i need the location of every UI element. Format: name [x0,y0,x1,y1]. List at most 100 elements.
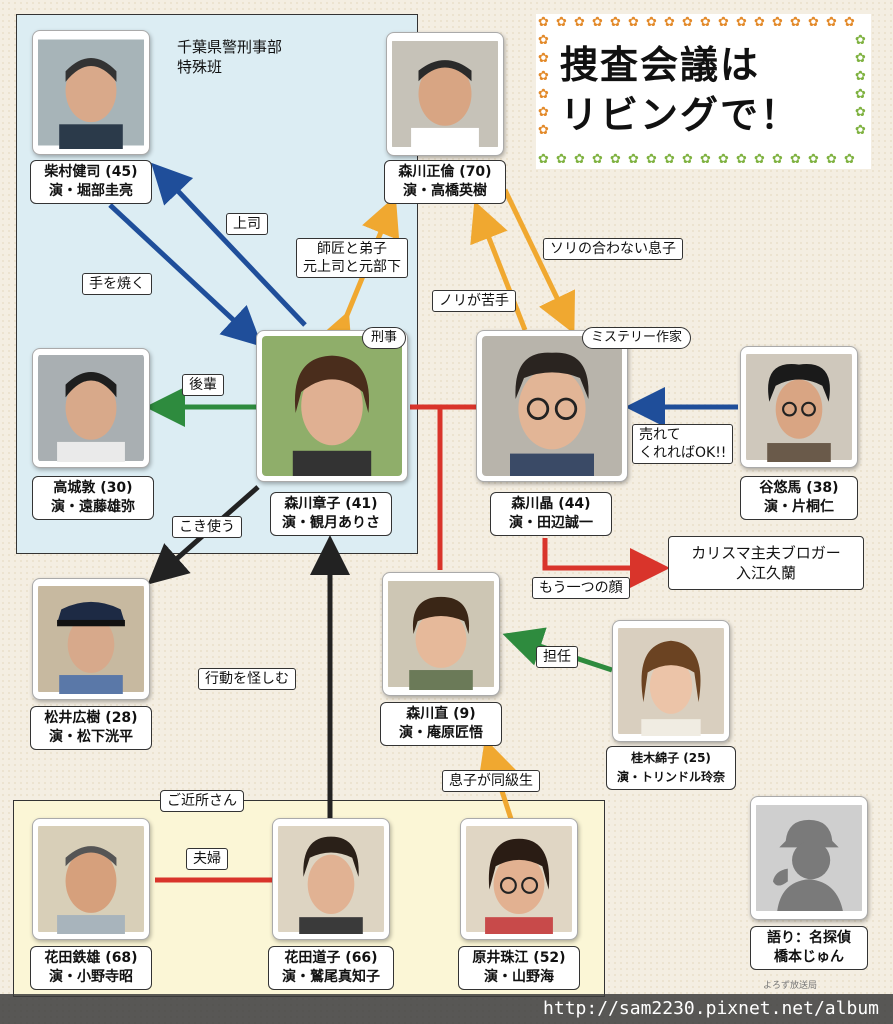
flower-icon: ✿ [646,15,657,30]
label-use: こき使う [172,516,242,538]
flower-icon: ✿ [538,33,549,48]
flower-icon: ✿ [538,123,549,138]
title-box: ✿✿✿✿✿✿✿✿✿✿✿✿✿✿✿✿✿✿✿✿✿✿✿✿✿✿✿✿✿✿✿✿✿✿✿✿✿✿✿✿… [536,14,871,169]
flower-icon: ✿ [682,152,693,167]
flower-icon: ✿ [855,51,866,66]
flower-icon: ✿ [556,15,567,30]
label-junior: 後輩 [182,374,224,396]
line-bad-with [470,200,528,331]
line-boss [151,162,307,327]
label-classmate: 息子が同級生 [442,770,540,792]
photo-takagi [32,348,150,468]
caption-matsui: 松井広樹 (28) 演・松下洸平 [30,706,152,750]
detective-silhouette-icon [756,805,862,911]
flower-icon: ✿ [538,15,549,30]
line-not-along [502,188,576,335]
flower-icon: ✿ [844,15,855,30]
caption-narrator: 語り：名探偵 橋本じゅん [750,926,868,970]
flower-icon: ✿ [628,15,639,30]
flower-icon: ✿ [736,15,747,30]
caption-katsuragi: 桂木綿子 (25) 演・トリンドル玲奈 [606,746,736,790]
caption-tani: 谷悠馬 (38) 演・片桐仁 [740,476,858,520]
flower-icon: ✿ [574,152,585,167]
flower-icon: ✿ [808,15,819,30]
label-bad-with: ノリが苦手 [432,290,516,312]
label-sell: 売れて くれればOK!! [632,424,734,464]
label-not-along: ソリの合わない息子 [543,238,683,260]
flower-icon: ✿ [855,33,866,48]
photo-akira [476,330,628,482]
flower-icon: ✿ [538,87,549,102]
flower-icon: ✿ [592,15,603,30]
flower-icon: ✿ [628,152,639,167]
flower-icon: ✿ [538,69,549,84]
flower-icon: ✿ [682,15,693,30]
flower-icon: ✿ [754,152,765,167]
flower-icon: ✿ [844,152,855,167]
flower-icon: ✿ [855,123,866,138]
caption-masanori: 森川正倫 (70) 演・高橋英樹 [384,160,506,204]
photo-tamae [460,818,578,940]
flower-icon: ✿ [592,152,603,167]
caption-takagi: 高城敦 (30) 演・遠藤雄弥 [32,476,154,520]
flower-icon: ✿ [646,152,657,167]
label-homeroom: 担任 [536,646,578,668]
photo-michiko [272,818,390,940]
caption-akiko: 森川章子 (41) 演・観月ありさ [270,492,392,536]
flower-icon: ✿ [538,152,549,167]
label-couple: 夫婦 [186,848,228,870]
flower-icon: ✿ [700,15,711,30]
photo-akiko [256,330,408,482]
label-suspect: 行動を怪しむ [198,668,296,690]
photo-tetsuo [32,818,150,940]
flower-icon: ✿ [772,152,783,167]
line-other-face [542,538,670,588]
alter-ego-box: カリスマ主夫ブロガー 入江久蘭 [668,536,864,590]
caption-shibamura: 柴村健司 (45) 演・堀部圭亮 [30,160,152,204]
flower-icon: ✿ [772,15,783,30]
flower-icon: ✿ [700,152,711,167]
flower-icon: ✿ [736,152,747,167]
caption-nao: 森川直 (9) 演・庵原匠悟 [380,702,502,746]
photo-shibamura [32,30,150,155]
label-other-face: もう一つの顔 [532,577,630,599]
flower-icon: ✿ [718,15,729,30]
photo-nao [382,572,500,696]
label-boss: 上司 [226,213,268,235]
flower-icon: ✿ [826,15,837,30]
flower-icon: ✿ [790,152,801,167]
caption-michiko: 花田道子 (66) 演・鷲尾真知子 [268,946,394,990]
photo-narrator [750,796,868,920]
neighbors-group-label: ご近所さん [160,790,244,812]
flower-icon: ✿ [664,15,675,30]
flower-icon: ✿ [855,69,866,84]
police-group-label: 千葉県警刑事部 特殊班 [177,38,283,76]
flower-icon: ✿ [718,152,729,167]
flower-icon: ✿ [808,152,819,167]
bubble-writer: ミステリー作家 [582,327,692,349]
line-burn [108,203,263,347]
page-title: 捜査会議は リビングで！ [560,43,801,137]
flower-icon: ✿ [664,152,675,167]
flower-icon: ✿ [556,152,567,167]
photo-matsui [32,578,150,700]
flower-icon: ✿ [826,152,837,167]
flower-icon: ✿ [754,15,765,30]
watermark: http://sam2230.pixnet.net/album [0,994,893,1024]
label-burn: 手を焼く [82,273,152,295]
caption-tamae: 原井珠江 (52) 演・山野海 [458,946,580,990]
bubble-detective: 刑事 [362,327,407,349]
flower-icon: ✿ [855,87,866,102]
photo-katsuragi [612,620,730,742]
credit-text: よろず放送局 [763,981,818,991]
flower-icon: ✿ [610,152,621,167]
caption-tetsuo: 花田鉄雄 (68) 演・小野寺昭 [30,946,152,990]
flower-icon: ✿ [790,15,801,30]
photo-tani [740,346,858,468]
flower-icon: ✿ [610,15,621,30]
caption-akira: 森川晶 (44) 演・田辺誠一 [490,492,612,536]
flower-icon: ✿ [574,15,585,30]
flower-icon: ✿ [538,105,549,120]
label-mentor: 師匠と弟子 元上司と元部下 [296,238,408,278]
flower-icon: ✿ [538,51,549,66]
